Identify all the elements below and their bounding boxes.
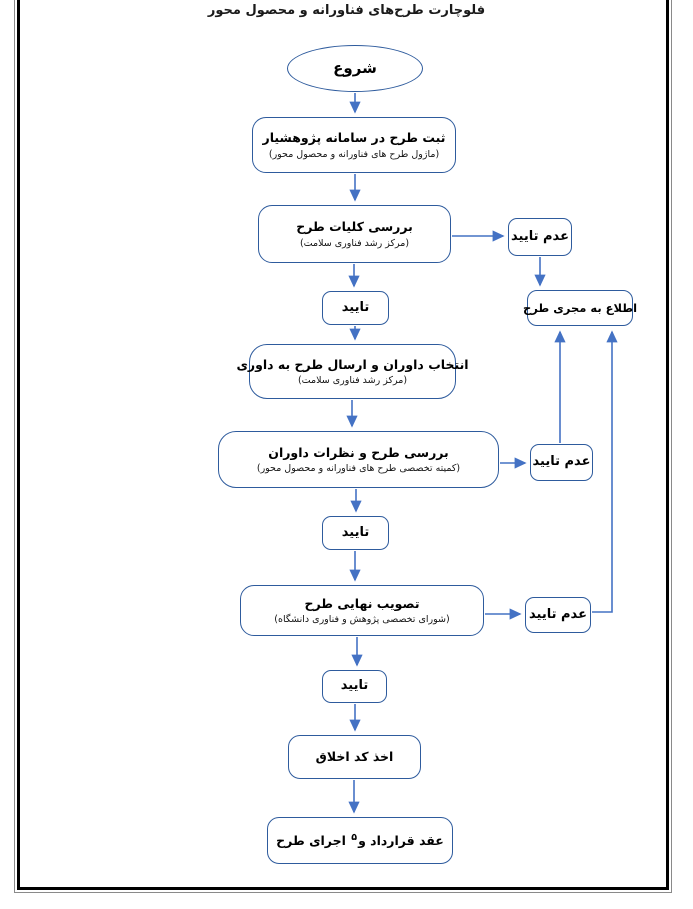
- flow-node-start: شروع: [287, 45, 423, 92]
- contract-label-pre: عقد قرارداد و: [358, 833, 444, 849]
- flow-node-final-approval: تصویب نهایی طرح (شورای تخصصی پژوهش و فنا…: [240, 585, 484, 636]
- flow-node-inform-executor: اطلاع به مجری طرح: [523, 290, 637, 326]
- page-title: فلوچارت طرح‌های فناورانه و محصول محور: [207, 3, 486, 18]
- node-label: عدم تایید: [529, 606, 587, 622]
- flow-node-register-project: ثبت طرح در سامانه پژوهشیار (ماژول طرح ها…: [252, 117, 456, 173]
- node-label: عدم تایید: [511, 228, 569, 244]
- node-label: بررسی طرح و نظرات داوران: [268, 444, 449, 460]
- flow-node-not-approved-3: عدم تایید: [525, 597, 591, 633]
- flow-node-not-approved-1: عدم تایید: [508, 218, 572, 256]
- node-sublabel: (کمیته تخصصی طرح های فناورانه و محصول مح…: [256, 463, 461, 475]
- flow-node-approved-2: تایید: [322, 516, 389, 550]
- node-label: ثبت طرح در سامانه پژوهشیار: [262, 130, 446, 146]
- node-label: اطلاع به مجری طرح: [522, 300, 638, 315]
- node-label: انتخاب داوران و ارسال طرح به داوری: [236, 356, 469, 372]
- flow-node-contract-execution: عقد قرارداد و۵ اجرای طرح: [267, 817, 453, 864]
- flow-node-not-approved-2: عدم تایید: [530, 444, 593, 481]
- node-label: تصویب نهایی طرح: [304, 595, 420, 611]
- node-sublabel: (مرکز رشد فناوری سلامت): [297, 375, 408, 387]
- flow-node-select-reviewers: انتخاب داوران و ارسال طرح به داوری (مرکز…: [236, 344, 469, 399]
- node-label: شروع: [333, 59, 377, 78]
- flow-node-review-generalities: بررسی کلیات طرح (مرکز رشد فناوری سلامت): [258, 205, 451, 263]
- node-label: عدم تایید: [532, 454, 591, 470]
- flow-node-review-opinions: بررسی طرح و نظرات داوران (کمیته تخصصی طر…: [218, 431, 499, 488]
- node-label: بررسی کلیات طرح: [296, 219, 413, 235]
- page-border-outer: [14, 0, 672, 893]
- node-label: تایید: [341, 524, 370, 540]
- flow-node-approved-3: تایید: [322, 670, 387, 703]
- node-label: اخذ کد اخلاق: [315, 749, 394, 765]
- node-label: عقد قرارداد و۵ اجرای طرح: [276, 832, 444, 849]
- node-label: تایید: [340, 678, 369, 694]
- page-border-inner: [17, 0, 669, 890]
- footnote-marker: ۵: [351, 832, 358, 844]
- node-sublabel: (ماژول طرح های فناورانه و محصول محور): [268, 148, 440, 160]
- node-label: تایید: [341, 299, 370, 315]
- flow-node-approved-1: تایید: [322, 291, 389, 325]
- flow-node-ethics-code: اخذ کد اخلاق: [288, 735, 421, 779]
- node-sublabel: (شورای تخصصی پژوهش و فناوری دانشگاه): [274, 614, 450, 626]
- node-sublabel: (مرکز رشد فناوری سلامت): [299, 237, 410, 249]
- contract-label-post: اجرای طرح: [276, 833, 346, 849]
